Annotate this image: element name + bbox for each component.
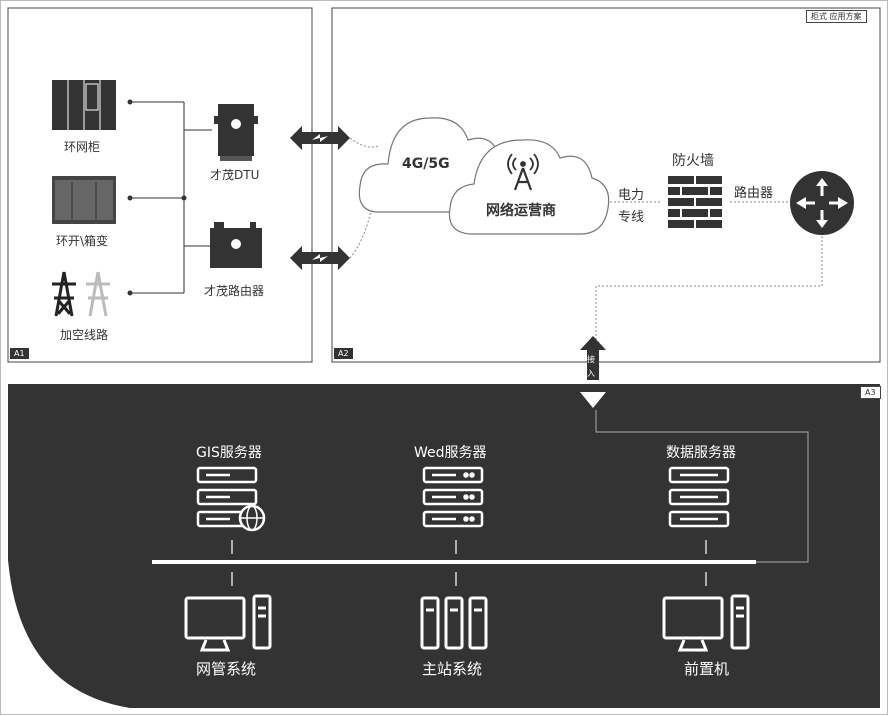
front-end-label: 前置机 bbox=[684, 660, 730, 678]
data-server-label: 数据服务器 bbox=[666, 445, 736, 461]
operator-label: 网络运营商 bbox=[486, 203, 556, 219]
region-a3 bbox=[8, 384, 880, 708]
cloud-4g5g-label: 4G/5G bbox=[402, 156, 450, 172]
web-server-icon bbox=[422, 466, 484, 528]
firewall-icon bbox=[668, 176, 722, 228]
gis-server-icon bbox=[196, 466, 266, 532]
web-server-label: Wed服务器 bbox=[414, 445, 487, 461]
access-arrow-icon bbox=[580, 336, 606, 408]
router-device-label: 才茂路由器 bbox=[204, 284, 265, 298]
front-end-icon bbox=[662, 594, 750, 652]
data-server-icon bbox=[668, 466, 730, 528]
power-line-label-2: 专线 bbox=[618, 210, 645, 225]
router-device-icon bbox=[210, 222, 262, 268]
management-system-icon bbox=[184, 594, 272, 652]
dotted-links bbox=[349, 137, 823, 340]
region-a1-label: A1 bbox=[10, 348, 29, 359]
box-transformer-label: 环开\箱变 bbox=[56, 234, 109, 248]
gis-server-label: GIS服务器 bbox=[196, 445, 262, 461]
header-tag: 柜式 应用方案 bbox=[806, 10, 867, 23]
router-label: 路由器 bbox=[734, 186, 774, 201]
dtu-device-icon bbox=[214, 104, 258, 161]
lan-bus bbox=[152, 410, 809, 586]
dtu-label: 才茂DTU bbox=[210, 168, 260, 182]
overhead-line-label: 加空线路 bbox=[60, 328, 109, 342]
firewall-label: 防火墙 bbox=[672, 153, 714, 169]
overhead-line-icon bbox=[52, 271, 110, 317]
link-arrow-bottom bbox=[290, 246, 350, 270]
router-icon bbox=[790, 171, 854, 235]
master-station-label: 主站系统 bbox=[422, 660, 483, 678]
link-arrow-top bbox=[290, 126, 350, 150]
power-line-label-1: 电力 bbox=[618, 188, 645, 203]
signal-tower-icon bbox=[507, 153, 539, 191]
box-transformer-icon bbox=[52, 176, 116, 224]
access-label-2: 入 bbox=[587, 369, 595, 378]
a1-bus-dots bbox=[127, 99, 187, 296]
ring-cabinet-label: 环网柜 bbox=[64, 140, 101, 154]
ring-cabinet-icon bbox=[52, 80, 116, 130]
region-a3-label: A3 bbox=[860, 386, 881, 399]
management-system-label: 网管系统 bbox=[196, 660, 257, 678]
master-station-icon bbox=[420, 596, 488, 650]
access-label-1: 接 bbox=[587, 355, 595, 364]
region-a2-label: A2 bbox=[334, 348, 353, 359]
